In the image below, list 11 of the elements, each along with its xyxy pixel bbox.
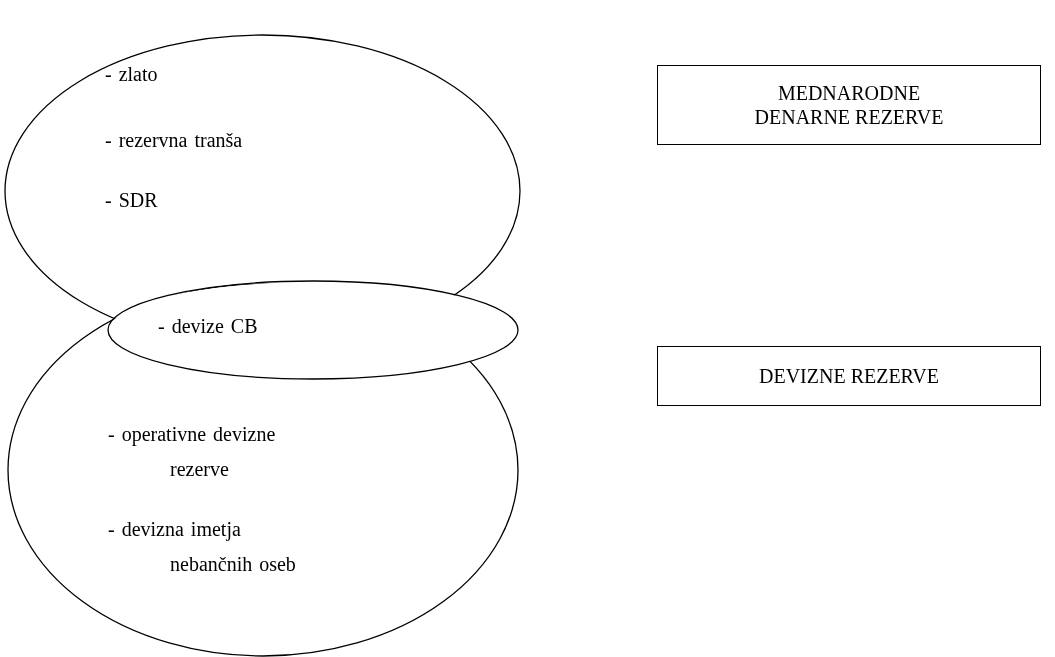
list-item: - devizna imetja nebančnih oseb xyxy=(108,517,297,577)
label-box xyxy=(657,65,1041,145)
list-item: - SDR xyxy=(105,188,159,213)
box-title: DEVIZNE REZERVE xyxy=(758,364,940,388)
label-box xyxy=(657,346,1041,406)
list-item: - devize CB xyxy=(158,314,259,339)
list-item: - operativne devizne rezerve xyxy=(108,422,277,482)
list-item: - zlato xyxy=(105,62,159,87)
oval-area xyxy=(8,284,518,656)
list-item: - rezervna tranša xyxy=(105,128,244,153)
box-title: MEDNARODNE DENARNE REZERVE xyxy=(753,81,945,129)
